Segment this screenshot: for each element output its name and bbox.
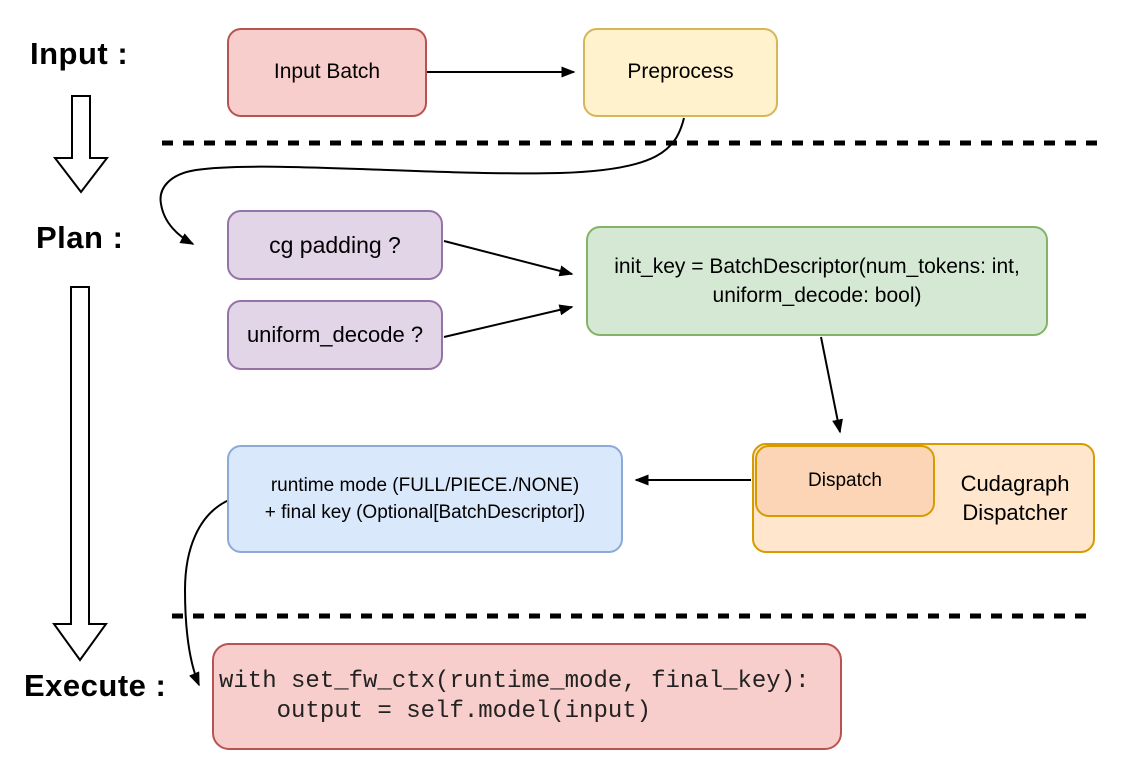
node-cg-padding-label: cg padding ?	[269, 231, 401, 258]
node-runtime-mode-line2: + final key (Optional[BatchDescriptor])	[264, 502, 586, 523]
node-cudagraph-dispatcher: Dispatch Cudagraph Dispatcher	[752, 443, 1095, 553]
stage-label-execute: Execute :	[24, 668, 167, 703]
node-preprocess-label: Preprocess	[627, 60, 734, 84]
node-init-key-line2: uniform_decode: bool)	[712, 284, 922, 307]
cudagraph-caption-line2: Dispatcher	[962, 500, 1068, 525]
arrow-preprocess-to-cg-padding	[159, 117, 685, 245]
node-dispatch: Dispatch	[755, 445, 935, 517]
node-runtime-mode-line1: runtime mode (FULL/PIECE./NONE)	[270, 475, 580, 496]
stage-label-plan: Plan :	[36, 220, 124, 255]
node-runtime-mode: runtime mode (FULL/PIECE./NONE) + final …	[227, 445, 623, 553]
node-cg-padding: cg padding ?	[227, 210, 443, 280]
execute-code-line2: output = self.model(input)	[219, 697, 652, 725]
node-init-key: init_key = BatchDescriptor(num_tokens: i…	[586, 226, 1048, 336]
cudagraph-dispatcher-caption: Cudagraph Dispatcher	[935, 445, 1095, 551]
node-execute-code: with set_fw_ctx(runtime_mode, final_key)…	[212, 643, 842, 750]
input-to-plan-arrow-icon	[52, 95, 110, 194]
node-input-batch: Input Batch	[227, 28, 427, 117]
arrow-cg-padding-to-init-key	[443, 240, 574, 277]
arrow-runtime-mode-to-execute-code	[183, 499, 230, 687]
node-uniform-decode: uniform_decode ?	[227, 300, 443, 370]
node-preprocess: Preprocess	[583, 28, 778, 117]
node-uniform-decode-label: uniform_decode ?	[246, 322, 424, 348]
arrow-init-key-to-dispatch	[820, 336, 843, 434]
arrow-uniform-decode-to-init-key	[443, 304, 574, 338]
node-input-batch-label: Input Batch	[273, 60, 381, 84]
node-dispatch-label: Dispatch	[808, 470, 882, 492]
node-init-key-line1: init_key = BatchDescriptor(num_tokens: i…	[614, 255, 1020, 278]
stage-label-input: Input :	[30, 36, 129, 71]
plan-to-execute-arrow-icon	[52, 286, 108, 662]
cudagraph-caption-line1: Cudagraph	[960, 471, 1070, 496]
execute-code-line1: with set_fw_ctx(runtime_mode, final_key)…	[219, 667, 810, 695]
